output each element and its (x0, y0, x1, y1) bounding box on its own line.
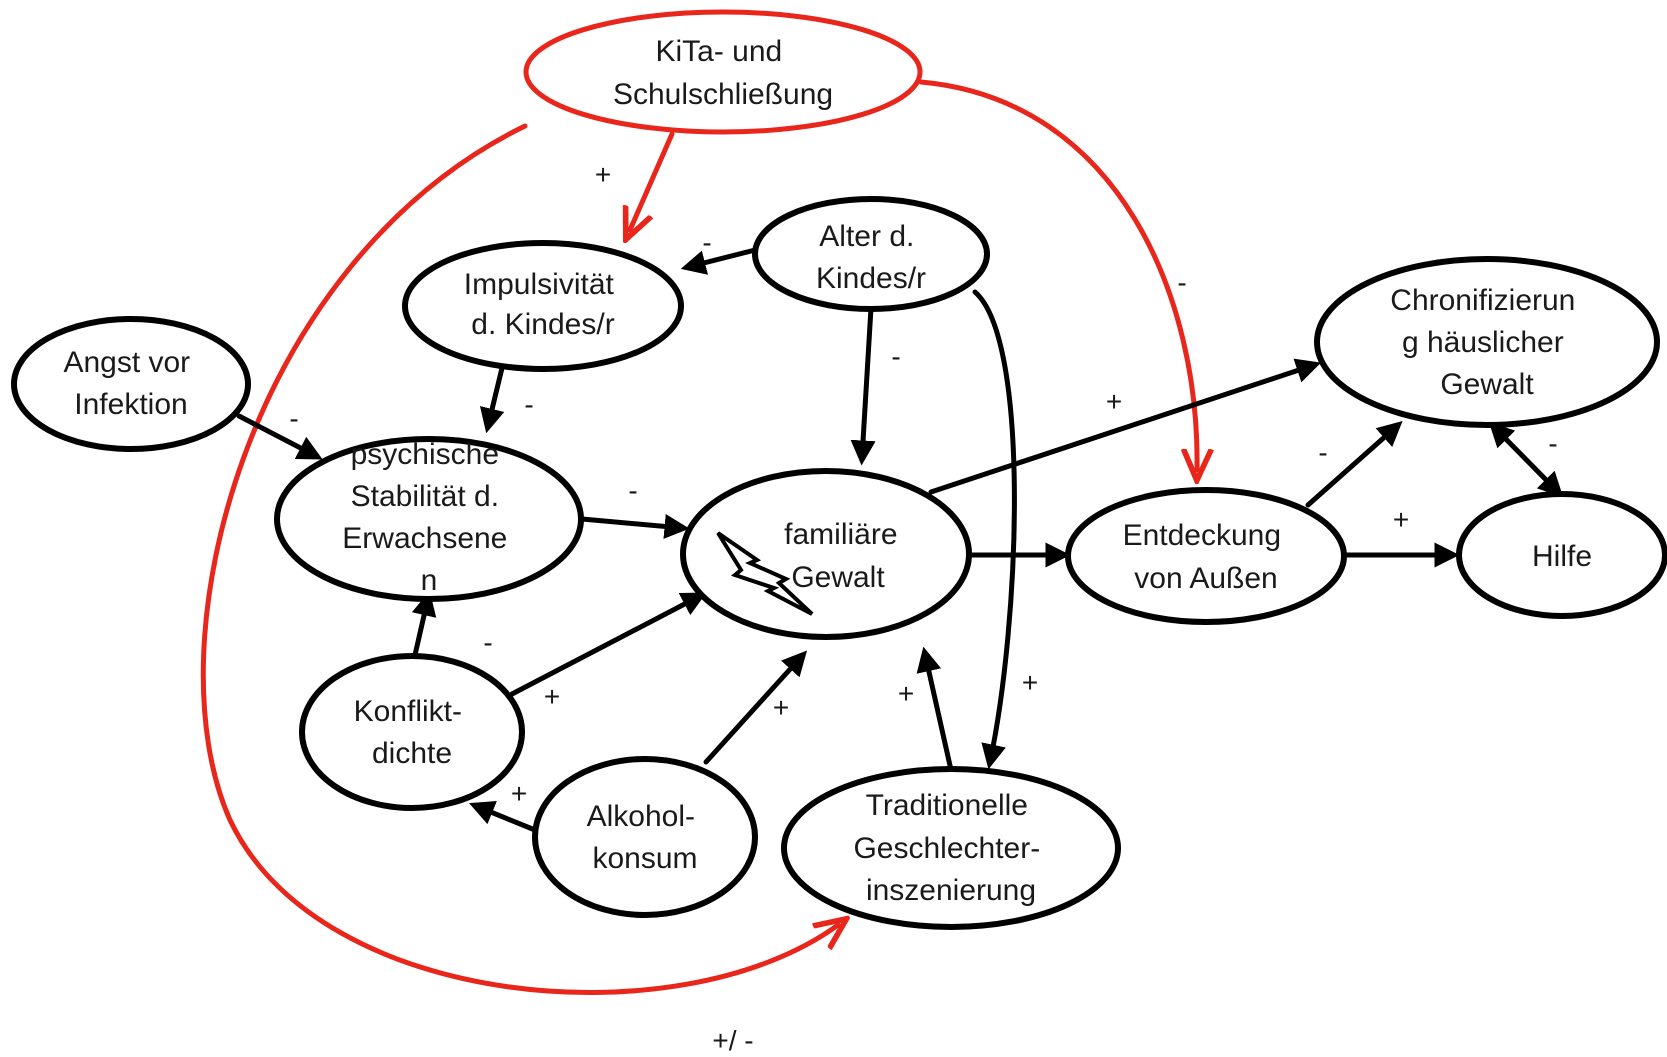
node-kita-label: KiTa- und Schulschließung (613, 35, 833, 111)
edge-alter-to-traditionelle (972, 289, 1017, 770)
node-traditionelle: Traditionelle Geschlechter- inszenierung (781, 766, 1121, 930)
edge-kita-to-traditionelle (200, 123, 838, 995)
sign-chronifizierung-hilfe: - (1548, 428, 1557, 459)
sign-alkohol-gewalt: + (773, 692, 789, 723)
edge-alkohol-to-konflikt (469, 801, 538, 833)
node-gewalt-label: familiäre Gewalt (784, 518, 906, 594)
node-impulsivitaet-label: Impulsivität d. Kindes/r (464, 268, 622, 341)
node-chronifizierung: Chronifizierun g häuslicher Gewalt (1314, 256, 1660, 428)
node-entdeckung-shape (1065, 487, 1347, 625)
sign-impulsivitaet-psychische: - (524, 389, 533, 420)
node-hilfe-shape (1456, 491, 1667, 619)
node-entdeckung-label: Entdeckung von Außen (1123, 519, 1290, 595)
node-traditionelle-label: Traditionelle Geschlechter- inszenierung (853, 789, 1048, 907)
node-hilfe-label: Hilfe (1532, 540, 1592, 573)
edge-chronifizierung-hilfe (1488, 421, 1564, 498)
sign-alter-traditionelle: + (1022, 667, 1038, 698)
node-kita: KiTa- und Schulschließung (523, 9, 923, 135)
node-impulsivitaet: Impulsivität d. Kindes/r (402, 240, 684, 372)
node-traditionelle-shape (781, 766, 1121, 930)
edge-gewalt-to-chronifizierung (928, 358, 1322, 495)
edge-entdeckung-to-chronifizierung (1305, 421, 1403, 508)
node-gewalt-shape (680, 468, 972, 640)
node-konflikt: Konflikt- dichte (299, 653, 525, 811)
sign-alter-impulsivitaet: - (702, 227, 711, 258)
node-angst-label: Angst vor Infektion (63, 346, 198, 421)
node-angst: Angst vor Infektion (11, 316, 251, 452)
node-psychische-label: psychische Stabilität d. Erwachsene n (342, 438, 515, 597)
node-konflikt-shape (299, 653, 525, 811)
sign-alkohol-konflikt: + (511, 778, 527, 809)
node-alkohol-label: Alkohol- konsum (587, 800, 704, 875)
sign-konflikt-gewalt: + (544, 681, 560, 712)
edge-alter-to-impulsivitaet (680, 247, 758, 275)
node-kita-shape (523, 9, 923, 135)
sign-angst-psychische: - (289, 403, 298, 434)
node-gewalt: familiäre Gewalt (680, 468, 972, 640)
node-psychische: psychische Stabilität d. Erwachsene n (274, 436, 584, 602)
sign-kita-impulsivitaet: + (595, 159, 611, 190)
edge-impulsivitaet-to-psychische (479, 365, 505, 434)
sign-psychische-gewalt: - (628, 475, 637, 506)
edge-kita-to-impulsivitaet (630, 131, 675, 230)
edge-konflikt-to-gewalt (509, 592, 707, 697)
sign-gewalt-chronifizierung: + (1106, 386, 1122, 417)
node-impulsivitaet-shape (402, 240, 684, 372)
sign-konflikt-psychische: - (483, 627, 492, 658)
nodes-layer: KiTa- und Schulschließung Alter d. Kinde… (11, 9, 1667, 930)
sign-entdeckung-hilfe: + (1393, 504, 1409, 535)
edge-angst-to-psychische (236, 413, 323, 460)
edge-alkohol-to-gewalt (703, 650, 808, 765)
signs-layer: + - +/ - - - + - - - - + + + + + - + - (289, 159, 1557, 1056)
node-chronifizierung-shape (1314, 256, 1660, 428)
edge-traditionelle-to-gewalt (916, 646, 954, 773)
lightning-icon (716, 531, 814, 616)
sign-kita-entdeckung: - (1177, 267, 1186, 298)
node-psychische-shape (274, 436, 584, 602)
node-alkohol-shape (532, 756, 758, 918)
edge-konflikt-to-psychische (411, 590, 437, 658)
edges-layer (200, 79, 1564, 995)
node-entdeckung: Entdeckung von Außen (1065, 487, 1347, 625)
sign-alter-gewalt: - (891, 341, 900, 372)
sign-entdeckung-chronifizierung: - (1318, 437, 1327, 468)
node-konflikt-label: Konflikt- dichte (354, 695, 471, 770)
node-angst-shape (11, 316, 251, 452)
node-chronifizierung-label: Chronifizierun g häuslicher Gewalt (1390, 284, 1583, 401)
node-hilfe: Hilfe (1456, 491, 1667, 619)
edge-alter-to-gewalt (850, 305, 876, 466)
node-alter-label: Alter d. Kindes/r (816, 220, 926, 295)
sign-kita-traditionelle: +/ - (712, 1025, 753, 1056)
node-alkohol: Alkohol- konsum (532, 756, 758, 918)
node-alter-shape (752, 196, 990, 312)
node-alter: Alter d. Kindes/r (752, 196, 990, 312)
sign-traditionelle-gewalt: + (898, 678, 914, 709)
edge-kita-to-entdeckung (918, 79, 1197, 470)
edge-psychische-to-gewalt (579, 513, 690, 539)
